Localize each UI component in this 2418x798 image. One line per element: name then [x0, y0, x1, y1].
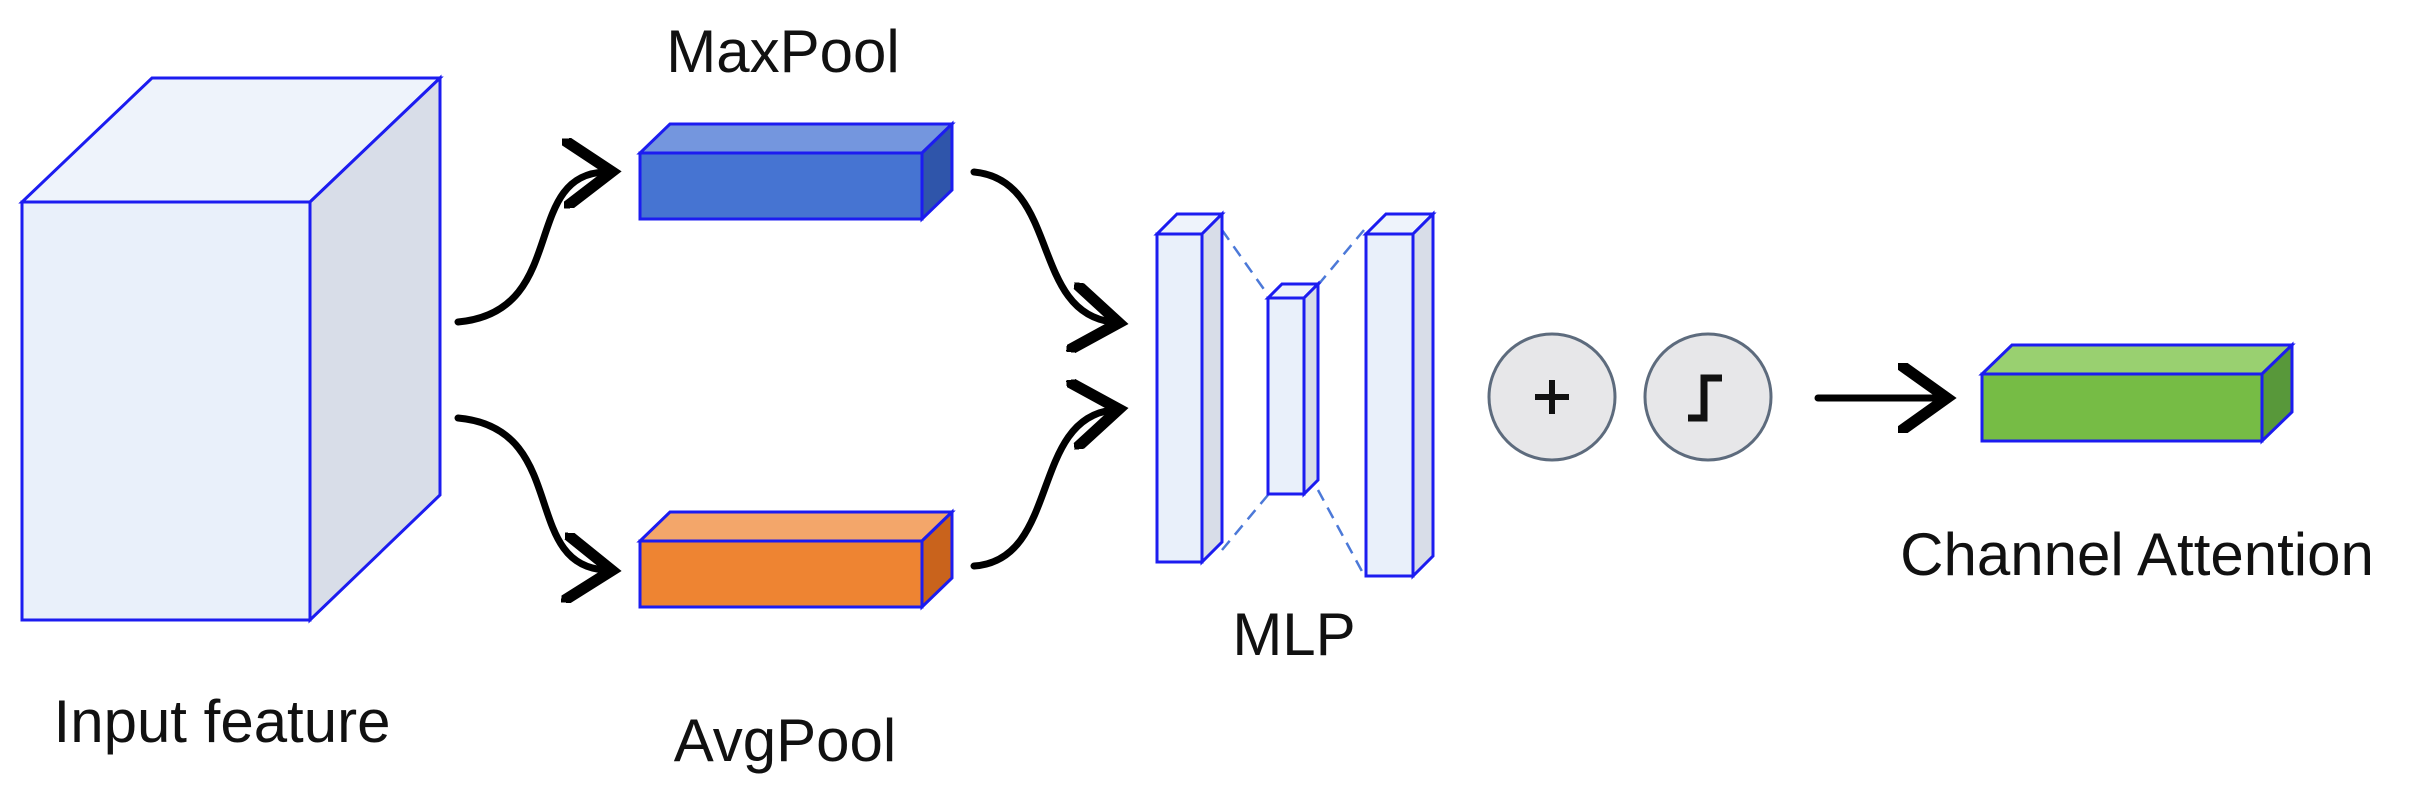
maxpool-bar-top: [636, 122, 956, 155]
step-icon: [1688, 374, 1722, 422]
avgpool-label: AvgPool: [674, 707, 896, 774]
flow-arrows: [454, 168, 1940, 570]
input-feature-cube: [18, 74, 444, 624]
avgpool-bar: [636, 508, 956, 611]
arrow-avgpool-to-mlp: [970, 410, 1112, 570]
mlp-layer-3: [1362, 210, 1437, 580]
maxpool-bar-front: [638, 151, 924, 221]
channel-attention-bar: [1978, 341, 2296, 445]
sigmoid-operator: [1643, 332, 1773, 462]
arrow-input-to-avgpool: [454, 414, 605, 570]
input-feature-label: Input feature: [54, 688, 391, 755]
mlp-dashed-connections: [1220, 229, 1366, 576]
sigmoid-circle: [1643, 332, 1773, 462]
plus-icon: [1535, 380, 1569, 414]
maxpool-bar: [636, 120, 956, 223]
arrow-maxpool-to-mlp: [970, 168, 1112, 322]
avgpool-bar-front: [638, 539, 924, 609]
mlp-layer-1: [1153, 210, 1226, 566]
avgpool-bar-top: [636, 510, 956, 543]
mlp-label: MLP: [1232, 601, 1355, 668]
mlp-block: [1153, 210, 1437, 580]
output-bar-front: [1980, 372, 2264, 443]
sum-operator: [1487, 332, 1617, 462]
maxpool-label: MaxPool: [666, 18, 899, 85]
output-bar-top: [1978, 343, 2296, 376]
input-cube-front: [20, 200, 312, 622]
channel-attention-label: Channel Attention: [1900, 521, 2374, 588]
mlp-hidden-layer: [1264, 280, 1322, 498]
arrow-input-to-maxpool: [454, 172, 605, 326]
